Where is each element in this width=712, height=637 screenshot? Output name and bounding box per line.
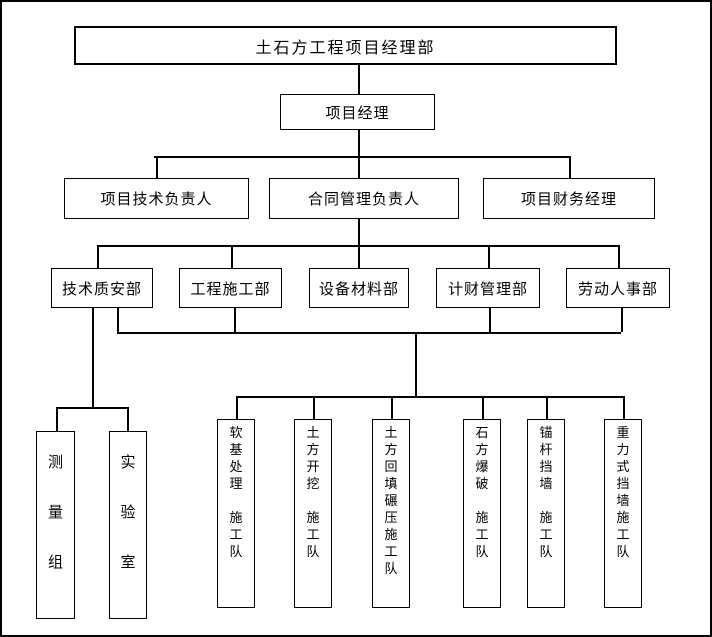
connector-line-v [56, 407, 58, 431]
connector-line-h [56, 407, 127, 409]
connector-line-h [236, 396, 623, 398]
connector-line-v [92, 308, 94, 407]
org-node-contract-lead: 合同管理负责人 [269, 178, 459, 219]
org-node-planning-finance-dept: 计财管理部 [436, 268, 540, 308]
org-node-team-rock-blasting: 石 方 爆 破 施 工 队 [463, 419, 501, 608]
connector-line-v [117, 308, 119, 332]
org-node-laboratory: 实 验 室 [109, 431, 147, 619]
org-node-team-anchor-wall: 锚 杆 挡 墙 施 工 队 [527, 419, 565, 608]
connector-line-h [97, 245, 618, 247]
connector-line-v [234, 308, 236, 332]
connector-line-h [154, 156, 569, 158]
connector-line-v [546, 396, 548, 419]
connector-line-v [127, 407, 129, 431]
org-node-equipment-material-dept: 设备材料部 [309, 268, 409, 308]
org-node-construction-dept: 工程施工部 [179, 268, 282, 308]
org-node-survey-group: 测 量 组 [36, 431, 75, 619]
connector-line-v [415, 332, 417, 396]
connector-line-v [569, 156, 571, 178]
connector-line-v [231, 245, 233, 268]
connector-line-v [97, 245, 99, 268]
connector-line-v [489, 308, 491, 332]
org-node-finance-manager: 项目财务经理 [483, 178, 655, 219]
connector-line-v [488, 245, 490, 268]
connector-line-v [358, 65, 360, 94]
connector-line-v [623, 396, 625, 419]
connector-line-v [618, 245, 620, 268]
org-node-team-backfill-rolling: 土 方 回 填 碾 压 施 工 队 [372, 419, 410, 608]
org-node-team-soft-foundation: 软 基 处 理 施 工 队 [217, 419, 255, 608]
org-node-root: 土石方工程项目经理部 [74, 26, 617, 65]
org-node-labor-personnel-dept: 劳动人事部 [566, 268, 670, 308]
connector-line-v [482, 396, 484, 419]
org-node-team-gravity-wall: 重 力 式 挡 墙 施 工 队 [604, 419, 642, 608]
connector-line-v [621, 308, 623, 332]
connector-line-v [391, 396, 393, 419]
connector-line-v [156, 156, 158, 178]
connector-line-v [313, 396, 315, 419]
org-node-project-manager: 项目经理 [280, 94, 435, 130]
connector-line-v [358, 130, 360, 178]
org-node-tech-quality-dept: 技术质安部 [51, 268, 153, 308]
org-node-technical-lead: 项目技术负责人 [64, 178, 249, 219]
connector-line-v [236, 396, 238, 419]
connector-line-v [358, 219, 360, 268]
connector-line-h [117, 332, 621, 334]
org-node-team-excavation: 土 方 开 挖 施 工 队 [294, 419, 332, 608]
